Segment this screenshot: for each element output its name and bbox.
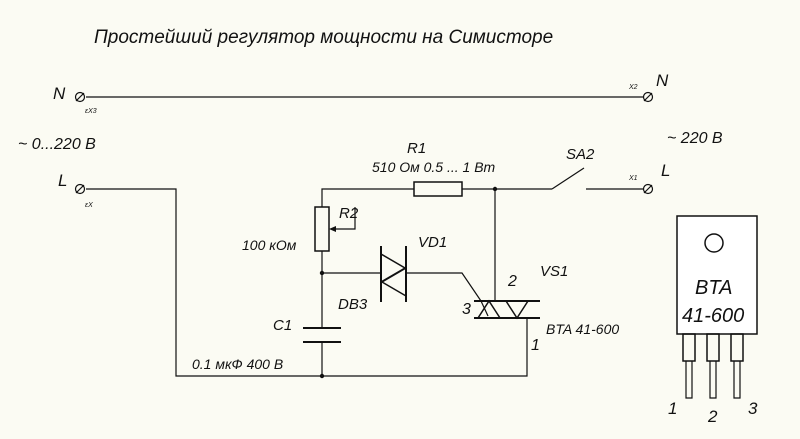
r1-value: 510 Ом 0.5 ... 1 Вт [372, 159, 496, 175]
r2-ref: R2 [339, 205, 359, 222]
triac-vs1 [474, 299, 540, 320]
vs1-ref: VS1 [540, 263, 568, 280]
package-body [676, 215, 758, 335]
vd1-ref: VD1 [418, 234, 447, 251]
package-drawing [676, 215, 758, 399]
vs1-pin2-label: 2 [507, 273, 517, 290]
sa2-switch [551, 167, 585, 190]
r1-resistor [413, 181, 463, 197]
diagram-title: Простейший регулятор мощности на Симисто… [94, 27, 553, 48]
capacitor-c1 [303, 327, 341, 343]
terminal-l-left [74, 183, 86, 195]
junction-bottom [319, 373, 325, 379]
package-mount-hole [704, 233, 724, 253]
r2-top-wire [321, 188, 414, 207]
package-pin-1-label: 1 [668, 399, 677, 418]
terminal-n-left [74, 91, 86, 103]
voltage-out-label: ~ 220 В [667, 130, 723, 147]
c1-ref: C1 [273, 317, 292, 334]
label-n-left: N [53, 84, 66, 103]
vs1-type: BTA 41-600 [546, 321, 619, 337]
c1-value: 0.1 мкФ 400 В [192, 356, 283, 372]
label-l-right: L [661, 161, 670, 180]
package-pin-3-label: 3 [748, 399, 758, 418]
package-pin-1-base [682, 333, 696, 362]
r2-value: 100 кОм [242, 237, 297, 253]
terminal-n-right [642, 91, 654, 103]
package-pin-1-lead [685, 361, 693, 399]
pin-label-n-right: X2 [628, 84, 638, 91]
r2-wiper-arrow [329, 226, 336, 232]
package-pin-3-base [730, 333, 744, 362]
pin-label-l-right: X1 [628, 175, 638, 182]
label-l-left: L [58, 171, 67, 190]
label-n-right: N [656, 71, 669, 90]
package-pin-2-lead [709, 361, 717, 399]
sa2-ref: SA2 [566, 146, 595, 163]
l-wire-left [86, 188, 528, 377]
package-pin-2-label: 2 [707, 407, 718, 426]
diac-vd1 [380, 246, 407, 302]
package-pin-3-lead [733, 361, 741, 399]
pin-label-n-left: ɛX3 [85, 108, 97, 115]
pin-label-l-left: ɛX [85, 202, 93, 209]
vs1-pin1-label: 1 [531, 337, 540, 354]
r1-ref: R1 [407, 140, 426, 157]
r2-potentiometer [314, 206, 330, 252]
package-label-line1: BTA [695, 277, 732, 299]
diac-gate-wire [406, 272, 482, 302]
vd1-type: DB3 [338, 296, 368, 313]
vs1-pin3-label: 3 [462, 301, 471, 318]
r2-wiper-wire [331, 207, 356, 230]
package-label-line2: 41-600 [682, 305, 744, 327]
terminal-l-right [642, 183, 654, 195]
voltage-in-label: ~ 0...220 В [18, 136, 96, 153]
package-pin-2-base [706, 333, 720, 362]
